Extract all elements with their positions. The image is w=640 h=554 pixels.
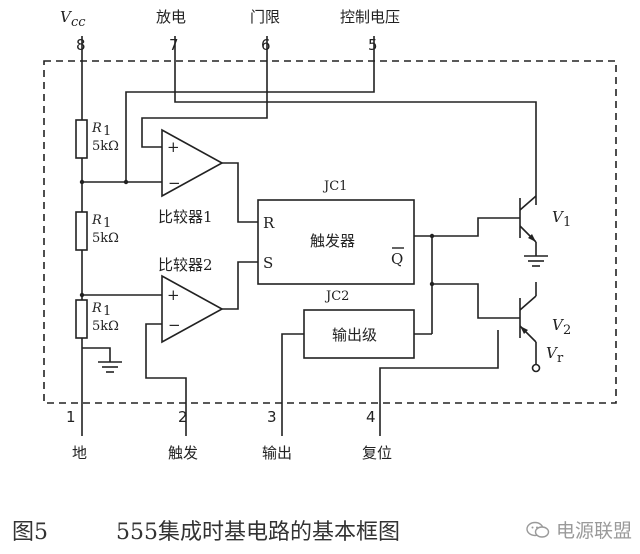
figure-number: 图5 [12,520,48,545]
resistor-3 [75,299,88,339]
figure-title: 555集成时基电路的基本框图 [116,520,400,545]
pin-6: 6 [261,36,271,54]
resistor-2 [75,211,88,251]
jc2-label: JC2 [324,289,349,304]
comparator-2-label: 比较器2 [158,256,213,274]
resistor-1-sub: 1 [103,124,111,139]
vr-sub: r [557,351,564,366]
control-voltage-label: 控制电压 [340,8,400,26]
flipflop-qbar: Q [391,250,403,268]
resistor-2-value: 5kΩ [92,231,119,246]
vr-label: V [546,344,559,362]
wechat-icon [526,521,550,538]
output-label: 输出 [262,444,292,462]
comp2-minus: − [168,316,181,334]
comp1-minus: − [168,174,181,192]
output-stage-body: 输出级 [332,326,377,344]
watermark-text: 电源联盟 [555,520,632,542]
figure-caption: 图5 555集成时基电路的基本框图 电源联盟 [12,512,632,546]
jc1-label: JC1 [322,179,347,194]
comparator-1-label: 比较器1 [158,208,213,226]
resistor-1 [75,119,88,159]
pin-3: 3 [267,408,277,426]
resistor-3-sub: 1 [103,304,111,319]
discharge-label: 放电 [156,8,186,26]
ground-label: 地 [72,444,87,462]
resistor-1-name: R [91,121,102,136]
flip-flop-box [257,199,415,285]
flipflop-body: 触发器 [310,232,355,250]
chip-boundary [43,60,617,404]
v1-label: V [552,208,565,226]
flipflop-s: S [263,254,273,272]
comparator-1 [161,128,224,198]
comp1-plus: + [167,138,180,156]
circuit-diagram: V cc 8 放电 7 门限 6 控制电压 5 R 1 5kΩ R 1 5kΩ … [43,8,617,462]
threshold-label: 门限 [250,8,280,26]
resistor-3-value: 5kΩ [92,319,119,334]
v2-sub: 2 [563,323,571,338]
resistor-2-sub: 1 [103,216,111,231]
comparator-2 [161,274,224,344]
reset-label: 复位 [362,444,392,462]
resistor-2-name: R [91,213,102,228]
resistor-3-name: R [91,301,102,316]
comp2-plus: + [167,286,180,304]
watermark: 电源联盟 [526,516,632,543]
pin-1: 1 [66,408,76,426]
flipflop-r: R [263,214,275,232]
pin-4: 4 [366,408,376,426]
resistor-1-value: 5kΩ [92,139,119,154]
pin-5: 5 [368,36,378,54]
trigger-label: 触发 [168,444,198,462]
v1-sub: 1 [563,215,571,230]
pin-8: 8 [76,36,86,54]
v2-label: V [552,316,565,334]
pin-2: 2 [178,408,188,426]
vcc-subscript: cc [71,15,86,30]
vcc-label: V [60,8,73,26]
pin-7: 7 [169,36,179,54]
